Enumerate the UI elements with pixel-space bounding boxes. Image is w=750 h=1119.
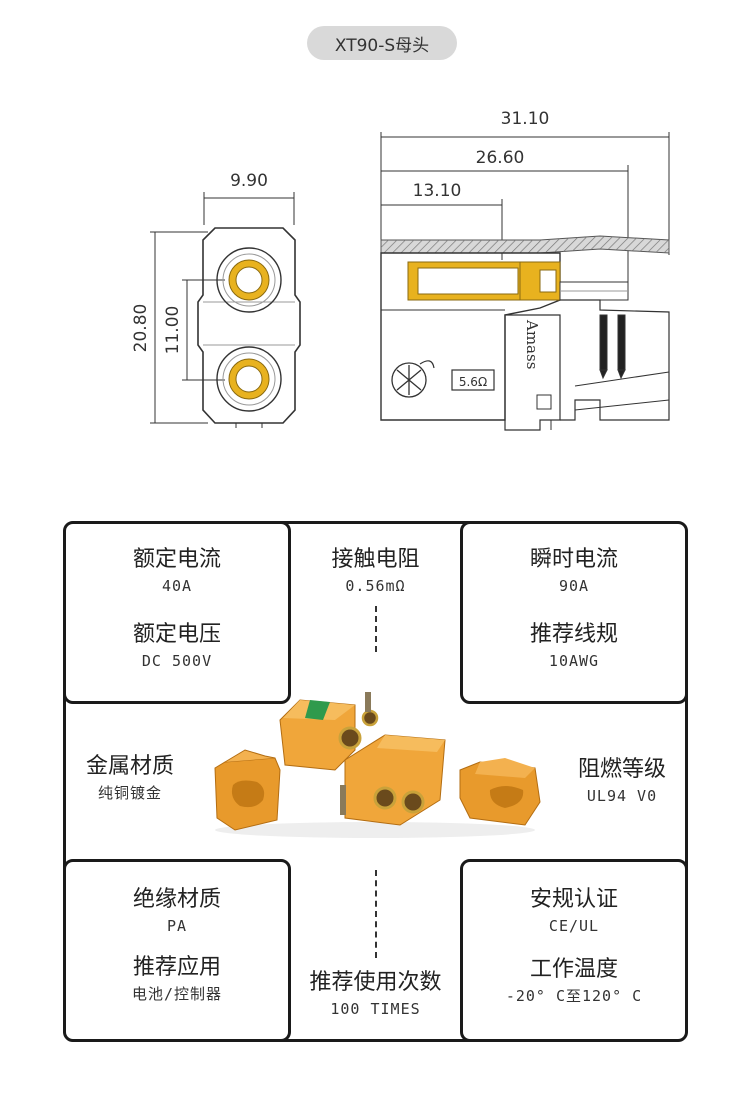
spec-value: -20° C至120° C xyxy=(505,987,643,1005)
dim-total-length: 31.10 xyxy=(501,109,550,129)
spec-value: 40A xyxy=(161,577,193,595)
spec-recommended-wire: 推荐线规 10AWG xyxy=(460,620,688,672)
spec-card-bottom-right xyxy=(460,859,688,1042)
spec-value: DC 500V xyxy=(141,652,213,670)
dim-length-3: 13.10 xyxy=(413,181,462,201)
spec-instant-current: 瞬时电流 90A xyxy=(460,545,688,597)
spec-metal-material: 金属材质 纯铜镀金 xyxy=(66,752,194,804)
brand-marking: Amass xyxy=(523,319,541,369)
spec-flame-rating: 阻燃等级 UL94 V0 xyxy=(558,755,686,807)
spec-value: PA xyxy=(166,917,188,935)
spec-card-top-right xyxy=(460,521,688,704)
spec-certification: 安规认证 CE/UL xyxy=(460,885,688,937)
spec-value: 90A xyxy=(558,577,590,595)
spec-label: 额定电压 xyxy=(132,622,221,647)
front-view xyxy=(150,192,301,428)
spec-label: 安规认证 xyxy=(529,887,618,912)
spec-label: 绝缘材质 xyxy=(132,887,221,912)
spec-rated-current: 额定电流 40A xyxy=(63,545,291,597)
spec-recommended-cycles: 推荐使用次数 100 TIMES xyxy=(291,968,460,1020)
spec-label: 瞬时电流 xyxy=(529,547,618,572)
spec-recommended-use: 推荐应用 电池/控制器 xyxy=(63,953,291,1005)
connector-male xyxy=(279,692,379,771)
spec-value: 纯铜镀金 xyxy=(97,784,162,802)
spec-contact-resistance: 接触电阻 0.56mΩ xyxy=(291,545,460,597)
connector-cap-left xyxy=(214,749,281,831)
connector-female xyxy=(340,734,446,826)
spec-value: UL94 V0 xyxy=(586,787,658,805)
spec-label: 推荐线规 xyxy=(529,622,618,647)
spec-label: 额定电流 xyxy=(132,547,221,572)
spec-insulation-material: 绝缘材质 PA xyxy=(63,885,291,937)
spec-value: 10AWG xyxy=(548,652,600,670)
connector-cap-right xyxy=(459,758,541,826)
spec-label: 阻燃等级 xyxy=(577,757,666,782)
connector-photo xyxy=(214,692,541,838)
spec-label: 工作温度 xyxy=(529,957,618,982)
divider-dashed-bottom xyxy=(375,870,377,958)
dim-pin-pitch: 11.00 xyxy=(163,306,183,355)
resistor-marking: 5.6Ω xyxy=(459,375,487,389)
dim-length-2: 26.60 xyxy=(476,148,525,168)
spec-label: 接触电阻 xyxy=(331,547,420,572)
divider-dashed-top xyxy=(375,606,377,652)
dim-front-width: 9.90 xyxy=(230,171,268,191)
spec-value: 电池/控制器 xyxy=(131,985,223,1003)
spec-operating-temp: 工作温度 -20° C至120° C xyxy=(460,955,688,1007)
spec-value: CE/UL xyxy=(548,917,600,935)
spec-label: 金属材质 xyxy=(85,754,174,779)
spec-value: 0.56mΩ xyxy=(345,577,406,595)
title-text: XT90-S母头 xyxy=(334,35,430,56)
title-badge: XT90-S母头 xyxy=(307,26,457,60)
spec-card-top-left xyxy=(63,521,291,704)
spec-label: 推荐应用 xyxy=(132,955,221,980)
spec-value: 100 TIMES xyxy=(330,1000,421,1018)
technical-drawing: 9.90 20.80 11.00 xyxy=(131,109,670,431)
side-view xyxy=(380,132,670,431)
spec-rated-voltage: 额定电压 DC 500V xyxy=(63,620,291,672)
spec-label: 推荐使用次数 xyxy=(309,970,442,995)
dim-front-height: 20.80 xyxy=(131,304,151,353)
spec-card-bottom-left xyxy=(63,859,291,1042)
